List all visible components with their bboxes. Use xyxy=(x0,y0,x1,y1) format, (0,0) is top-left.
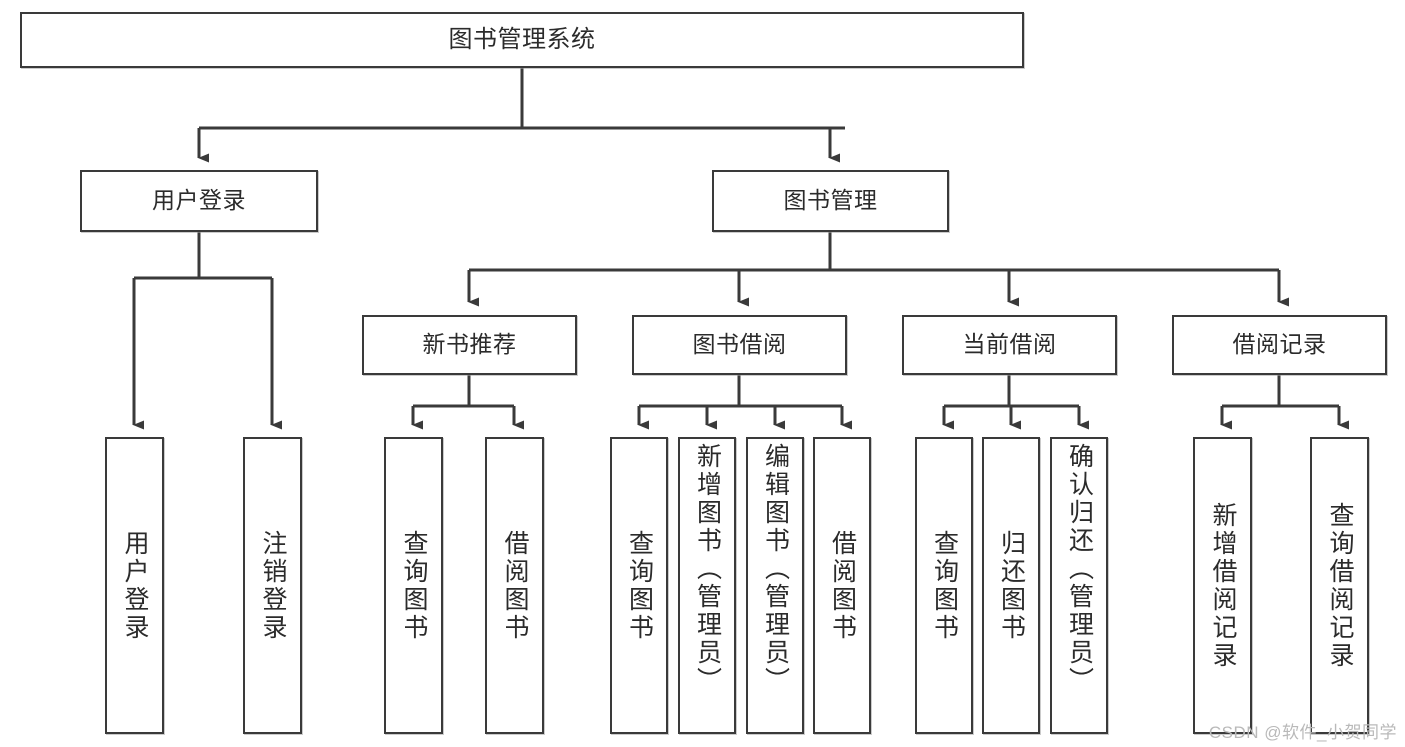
node-user-login[interactable]: 用户登录 xyxy=(80,170,318,232)
node-label: 归还图书 xyxy=(997,529,1026,642)
node-label: 借阅记录 xyxy=(1232,331,1327,358)
node-label: 用户登录 xyxy=(152,187,246,214)
node-label: 借阅图书 xyxy=(501,529,529,642)
leaf-cb-return-book[interactable]: 归还图书 xyxy=(982,437,1040,734)
node-new-book-recommend[interactable]: 新书推荐 xyxy=(362,315,577,375)
node-root-system[interactable]: 图书管理系统 xyxy=(20,12,1024,68)
leaf-nb-query-book[interactable]: 查询图书 xyxy=(384,437,443,734)
node-book-borrow[interactable]: 图书借阅 xyxy=(632,315,847,375)
node-label: 查询借阅记录 xyxy=(1326,501,1354,670)
node-current-borrow[interactable]: 当前借阅 xyxy=(902,315,1117,375)
leaf-nb-borrow-book[interactable]: 借阅图书 xyxy=(485,437,544,734)
leaf-bb-edit-book-admin[interactable]: 编辑图书（管理员） xyxy=(746,437,804,734)
leaf-bb-add-book-admin[interactable]: 新增图书（管理员） xyxy=(678,437,736,734)
node-label: 新增借阅记录 xyxy=(1209,501,1237,670)
node-label: 图书借阅 xyxy=(692,331,787,358)
leaf-br-add-record[interactable]: 新增借阅记录 xyxy=(1193,437,1252,734)
node-label: 确认归还（管理员） xyxy=(1065,443,1094,695)
leaf-cb-query-book[interactable]: 查询图书 xyxy=(915,437,973,734)
watermark-text: CSDN @软件_小贺同学 xyxy=(1208,723,1397,742)
node-label: 新书推荐 xyxy=(422,331,517,358)
node-label: 注销登录 xyxy=(259,529,287,642)
node-label: 查询图书 xyxy=(930,529,959,642)
node-label: 图书管理系统 xyxy=(448,25,596,53)
node-label: 查询图书 xyxy=(400,529,428,642)
leaf-bb-query-book[interactable]: 查询图书 xyxy=(610,437,668,734)
node-label: 借阅图书 xyxy=(828,529,857,642)
node-label: 用户登录 xyxy=(121,529,149,642)
node-label: 新增图书（管理员） xyxy=(693,443,722,695)
node-borrow-record[interactable]: 借阅记录 xyxy=(1172,315,1387,375)
node-label: 当前借阅 xyxy=(962,331,1057,358)
leaf-br-query-record[interactable]: 查询借阅记录 xyxy=(1310,437,1369,734)
leaf-cb-confirm-return-admin[interactable]: 确认归还（管理员） xyxy=(1050,437,1108,734)
node-label: 编辑图书（管理员） xyxy=(761,443,790,695)
leaf-user-login[interactable]: 用户登录 xyxy=(105,437,164,734)
node-label: 图书管理 xyxy=(783,187,878,214)
node-book-management[interactable]: 图书管理 xyxy=(712,170,949,232)
leaf-logout[interactable]: 注销登录 xyxy=(243,437,302,734)
node-label: 查询图书 xyxy=(625,529,654,642)
leaf-bb-borrow-book[interactable]: 借阅图书 xyxy=(813,437,871,734)
